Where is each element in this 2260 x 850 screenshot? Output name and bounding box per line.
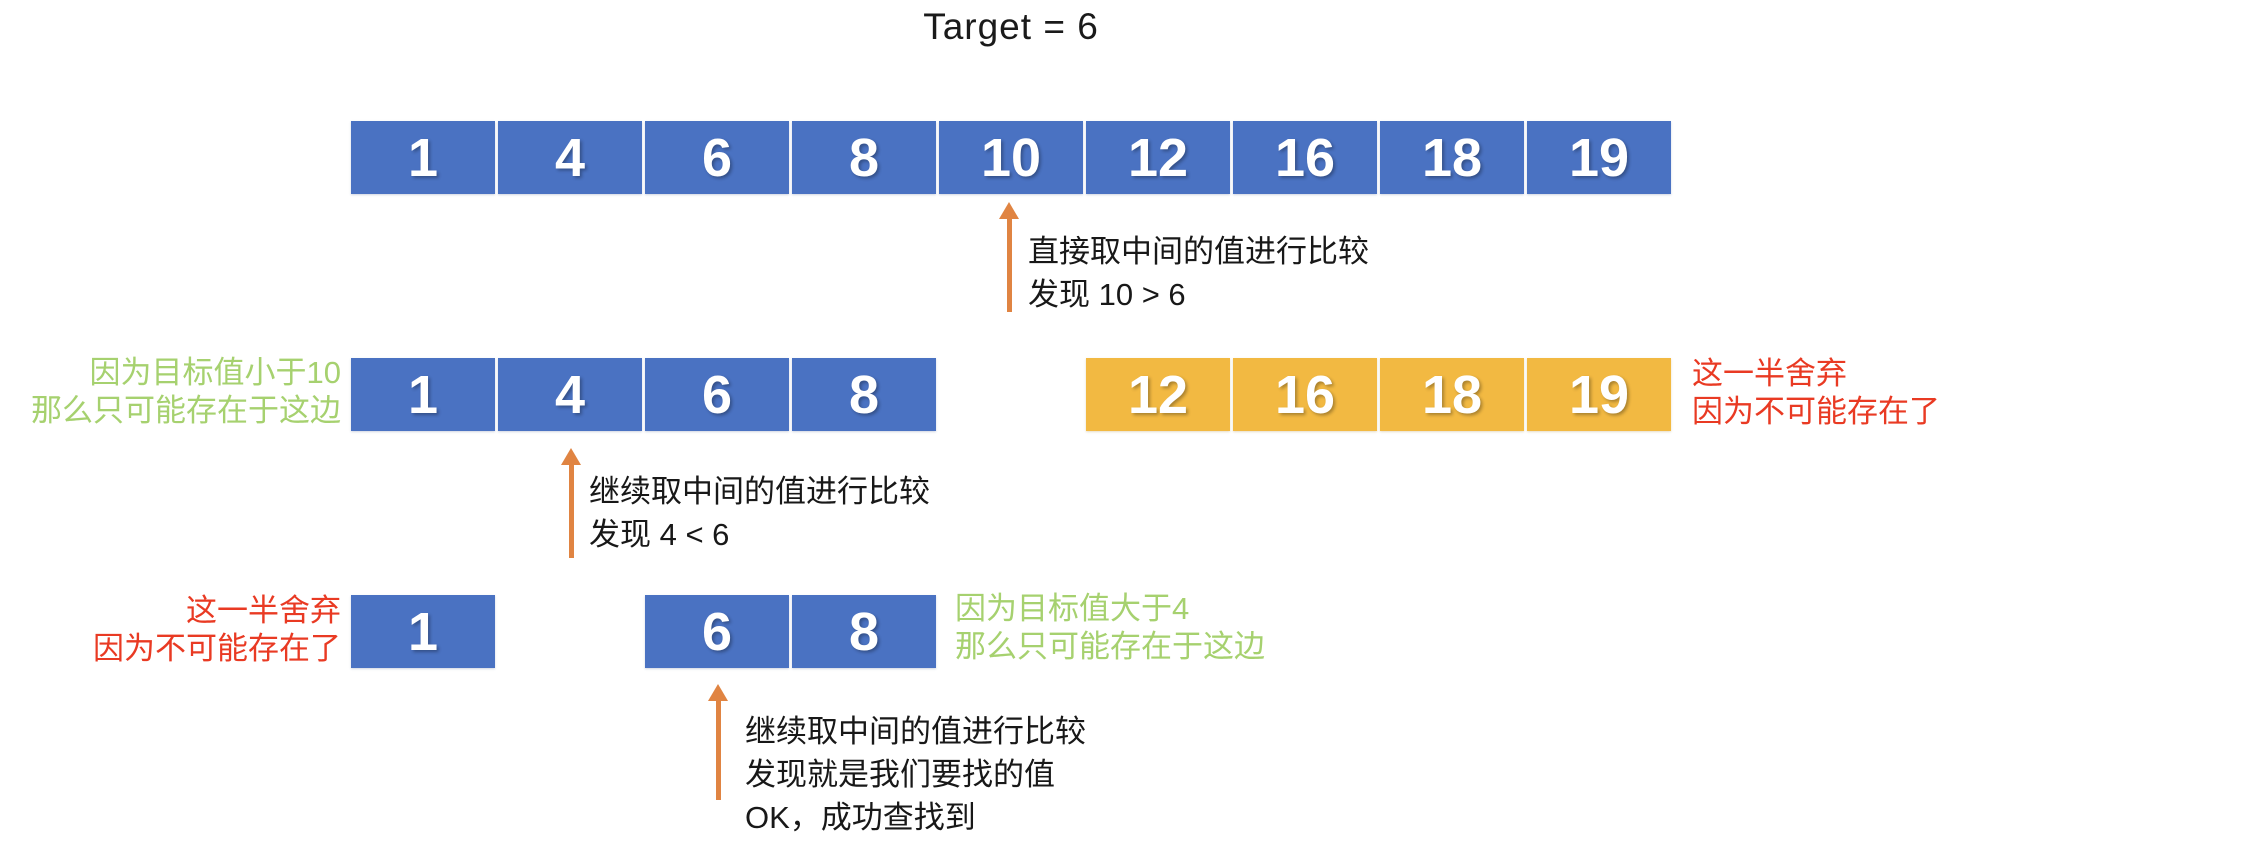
array-cell: 6 <box>645 121 789 194</box>
arrow-head-icon <box>708 684 728 701</box>
discard-left-half-note: 这一半舍弃 因为不可能存在了 <box>0 592 341 668</box>
step1-up-arrow-icon <box>999 202 1019 312</box>
array-cell: 8 <box>792 595 936 668</box>
array-row-third-discarded: 1 <box>351 595 495 668</box>
array-cell: 1 <box>351 358 495 431</box>
step2-note: 继续取中间的值进行比较 发现 4 < 6 <box>589 470 930 556</box>
step2-up-arrow-icon <box>561 448 581 558</box>
array-cell: 1 <box>351 121 495 194</box>
array-cell: 4 <box>498 121 642 194</box>
keep-right-half-note: 因为目标值大于4 那么只可能存在于这边 <box>955 590 1265 666</box>
arrow-shaft <box>568 465 574 558</box>
arrow-shaft <box>1006 219 1012 312</box>
array-cell: 16 <box>1233 121 1377 194</box>
step1-note-line2: 发现 10 > 6 <box>1028 277 1186 312</box>
arrow-shaft <box>715 701 721 800</box>
step1-note: 直接取中间的值进行比较 发现 10 > 6 <box>1028 230 1369 316</box>
step3-note-line3: OK，成功查找到 <box>745 800 976 835</box>
step2-note-line1: 继续取中间的值进行比较 <box>589 474 930 509</box>
array-cell: 12 <box>1086 358 1230 431</box>
step3-note: 继续取中间的值进行比较 发现就是我们要找的值 OK，成功查找到 <box>745 710 1086 839</box>
array-cell: 6 <box>645 358 789 431</box>
keep-right-half-line2: 那么只可能存在于这边 <box>955 629 1265 664</box>
step3-up-arrow-icon <box>708 684 728 800</box>
array-cell: 16 <box>1233 358 1377 431</box>
step1-note-line1: 直接取中间的值进行比较 <box>1028 234 1369 269</box>
step3-note-line1: 继续取中间的值进行比较 <box>745 714 1086 749</box>
discard-left-half-line2: 因为不可能存在了 <box>93 631 341 666</box>
discard-left-half-line1: 这一半舍弃 <box>186 593 341 628</box>
keep-right-half-line1: 因为目标值大于4 <box>955 591 1190 626</box>
discard-right-half-line2: 因为不可能存在了 <box>1692 394 1940 429</box>
array-cell: 10 <box>939 121 1083 194</box>
array-cell: 8 <box>792 358 936 431</box>
array-cell: 19 <box>1527 121 1671 194</box>
array-cell: 18 <box>1380 121 1524 194</box>
array-cell: 12 <box>1086 121 1230 194</box>
arrow-head-icon <box>999 202 1019 219</box>
page-title: Target = 6 <box>923 6 1099 47</box>
keep-left-half-line1: 因为目标值小于10 <box>89 355 341 390</box>
step2-note-line2: 发现 4 < 6 <box>589 517 730 552</box>
array-cell: 8 <box>792 121 936 194</box>
discard-right-half-note: 这一半舍弃 因为不可能存在了 <box>1692 355 1940 431</box>
array-cell: 4 <box>498 358 642 431</box>
discard-right-half-line1: 这一半舍弃 <box>1692 356 1847 391</box>
array-cell: 1 <box>351 595 495 668</box>
arrow-head-icon <box>561 448 581 465</box>
array-cell: 19 <box>1527 358 1671 431</box>
array-cell: 6 <box>645 595 789 668</box>
step3-note-line2: 发现就是我们要找的值 <box>745 757 1055 792</box>
keep-left-half-note: 因为目标值小于10 那么只可能存在于这边 <box>0 354 341 430</box>
keep-left-half-line2: 那么只可能存在于这边 <box>31 393 341 428</box>
array-cell: 18 <box>1380 358 1524 431</box>
